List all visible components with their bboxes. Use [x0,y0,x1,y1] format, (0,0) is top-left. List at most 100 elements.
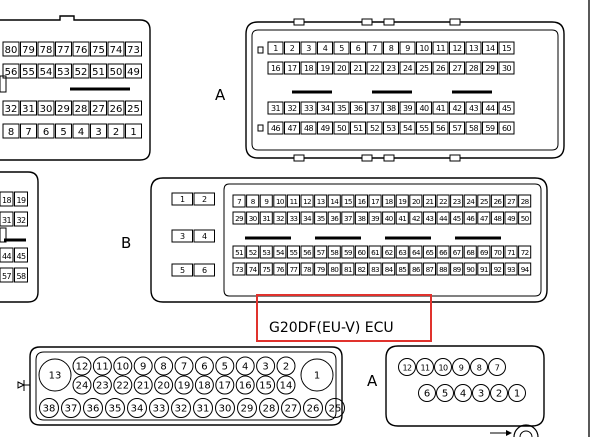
pin-number: 35 [337,104,346,113]
pin-box: 24 [399,61,416,75]
pin-number: 77 [290,265,298,274]
pin-box: 37 [366,101,383,115]
pin-number: 6 [424,389,430,400]
round-pin: 12 [72,356,92,376]
pin-number: 46 [466,214,475,223]
pin-number: 33 [290,214,298,223]
pin-box: 91 [477,262,491,276]
pin-number: 40 [420,104,429,113]
pin-number: 18 [385,197,394,206]
pin-box: 28 [72,100,90,116]
pin-number: 14 [280,381,293,392]
pin-number: 76 [276,265,285,274]
pin-box: 7 [20,123,37,139]
pin-number: 11 [290,197,298,206]
pin-number: 75 [92,45,105,56]
pin-number: 12 [303,197,311,206]
pin-number: 17 [371,197,379,206]
pin-number: 28 [469,64,478,73]
pin-box: 26 [490,194,504,208]
round-pin: 16 [235,375,255,395]
pin-number: 27 [507,197,515,206]
pin-number: 36 [330,214,339,223]
pin-box: 45 [450,211,464,225]
pin-number: 21 [354,64,363,73]
pin-box: 17 [368,194,382,208]
pin-box: 81 [341,262,355,276]
pin-number: 4 [323,44,328,53]
pin-number: 78 [40,45,53,56]
pin-box: 72 [518,245,532,259]
pin-number: 18 [2,196,11,205]
pin-number: 60 [502,124,511,133]
ecu-highlight-box [256,294,432,342]
pin-box: 31 [259,211,273,225]
pin-box: 32 [273,211,287,225]
round-pin: 24 [72,375,92,395]
pin-box: 67 [450,245,464,259]
pin-box: 77 [55,41,72,57]
pin-number: 87 [426,265,434,274]
pin-box: 77 [286,262,300,276]
pin-box: 70 [490,245,504,259]
round-pin: 9 [452,358,470,376]
pin-number: 52 [370,124,379,133]
pin-box: 15 [341,194,355,208]
pin-box: 33 [300,101,317,115]
pin-box: 9 [259,194,273,208]
pin-box: 46 [463,211,477,225]
pin-box: 19 [317,61,333,75]
pin-box: 44 [0,247,14,263]
pin-box: 60 [354,245,368,259]
pin-number: 56 [303,248,312,257]
pin-number: 22 [370,64,379,73]
pin-number: 47 [480,214,488,223]
pin-box: 5 [333,41,350,55]
round-pin: 1 [300,358,334,392]
pin-number: 11 [436,44,445,53]
round-pin: 2 [490,384,508,402]
round-pin: 4 [235,356,255,376]
pin-box: 7 [366,41,383,55]
pin-number: 15 [259,381,272,392]
pin-number: 54 [276,248,285,257]
pin-box: 80 [2,41,20,57]
round-pin: 32 [171,398,191,418]
pin-box: 14 [327,194,341,208]
pin-number: 55 [420,124,429,133]
pin-box: 29 [482,61,498,75]
round-pin: 18 [194,375,214,395]
pin-number: 29 [486,64,495,73]
pin-number: 42 [412,214,420,223]
pin-box: 79 [314,262,328,276]
pin-number: 5 [60,127,66,138]
corner-fragment [490,424,539,437]
pin-number: 83 [371,265,379,274]
pin-number: 69 [480,248,489,257]
pin-number: 64 [412,248,421,257]
pin-box: 17 [284,61,300,75]
pin-number: 34 [321,104,330,113]
pin-box: 51 [232,245,246,259]
pin-box: 56 [2,63,20,79]
pin-number: 1 [273,44,278,53]
pin-box: 49 [317,121,333,135]
pin-box: 50 [518,211,532,225]
pin-number: 32 [276,214,284,223]
pin-box: 75 [259,262,273,276]
pin-box: 45 [498,101,515,115]
pin-box: 62 [382,245,396,259]
pin-number: 2 [202,195,207,204]
connector-b-label: B [121,234,131,252]
pin-number: 73 [127,45,140,56]
round-pin: 31 [193,398,213,418]
pin-number: 38 [358,214,367,223]
pin-number: 32 [175,404,188,415]
ecu-name-label: G20DF(EU-V) ECU [269,320,394,336]
pin-number: 14 [486,44,495,53]
pin-number: 45 [17,252,26,261]
pin-box: 7 [232,194,246,208]
